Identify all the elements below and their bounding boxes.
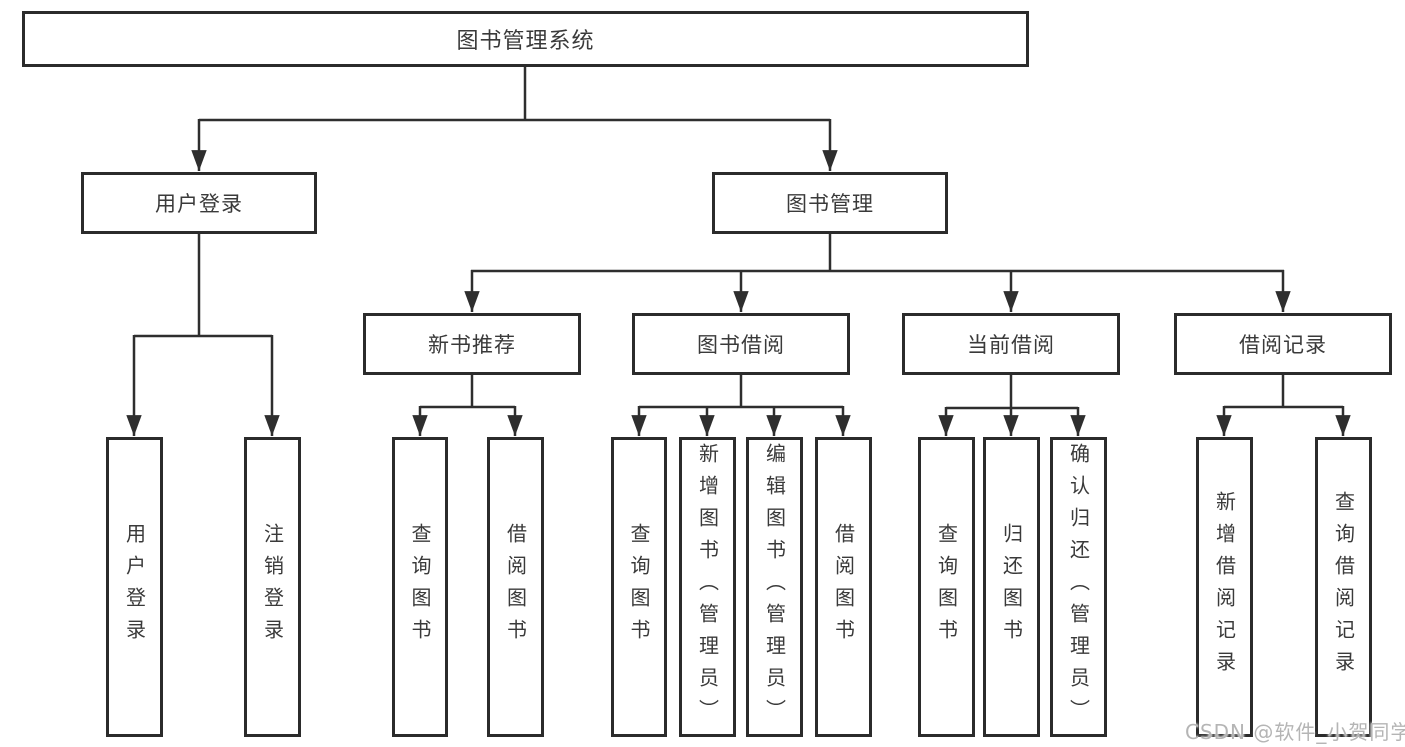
borrow-books-label-2: 借阅图书 <box>831 523 856 651</box>
user-login-leaf-box: 用户登录 <box>106 437 163 737</box>
csdn-watermark: CSDN @软件_小贺同学 <box>1185 720 1405 744</box>
return-book-label: 归还图书 <box>999 523 1024 651</box>
edit-book-admin-label: 编辑图书（管理员） <box>762 443 787 731</box>
add-book-admin-label: 新增图书（管理员） <box>695 443 720 731</box>
query-borrow-record-label: 查询借阅记录 <box>1331 491 1356 683</box>
query-books-box-3: 查询图书 <box>918 437 975 737</box>
logout-leaf-box: 注销登录 <box>244 437 301 737</box>
new-book-rec-label: 新书推荐 <box>428 333 516 357</box>
new-book-rec-box: 新书推荐 <box>363 313 581 375</box>
query-books-label-1: 查询图书 <box>408 523 432 651</box>
query-books-box-2: 查询图书 <box>611 437 667 737</box>
borrow-books-label-1: 借阅图书 <box>503 523 528 651</box>
book-mgmt-box: 图书管理 <box>712 172 948 234</box>
add-book-admin-box: 新增图书（管理员） <box>679 437 736 737</box>
confirm-return-admin-box: 确认归还（管理员） <box>1050 437 1107 737</box>
logout-leaf-label: 注销登录 <box>260 523 285 651</box>
query-books-label-3: 查询图书 <box>934 523 959 651</box>
root-system-label: 图书管理系统 <box>456 29 595 54</box>
user-login-box: 用户登录 <box>81 172 317 234</box>
add-borrow-record-box: 新增借阅记录 <box>1196 437 1253 737</box>
current-borrow-box: 当前借阅 <box>902 313 1120 375</box>
borrow-books-box-1: 借阅图书 <box>487 437 544 737</box>
user-login-label: 用户登录 <box>155 192 243 216</box>
confirm-return-admin-label: 确认归还（管理员） <box>1066 443 1091 731</box>
borrow-books-box-2: 借阅图书 <box>815 437 872 737</box>
current-borrow-label: 当前借阅 <box>967 333 1055 357</box>
add-borrow-record-label: 新增借阅记录 <box>1212 491 1237 683</box>
borrow-record-label: 借阅记录 <box>1239 333 1327 357</box>
book-borrow-box: 图书借阅 <box>632 313 850 375</box>
return-book-box: 归还图书 <box>983 437 1040 737</box>
root-system-box: 图书管理系统 <box>22 11 1029 67</box>
query-borrow-record-box: 查询借阅记录 <box>1315 437 1372 737</box>
borrow-record-box: 借阅记录 <box>1174 313 1392 375</box>
book-mgmt-label: 图书管理 <box>786 192 874 216</box>
edit-book-admin-box: 编辑图书（管理员） <box>746 437 803 737</box>
book-borrow-label: 图书借阅 <box>697 333 785 357</box>
query-books-label-2: 查询图书 <box>627 523 651 651</box>
user-login-leaf-label: 用户登录 <box>122 523 147 651</box>
query-books-box-1: 查询图书 <box>392 437 448 737</box>
